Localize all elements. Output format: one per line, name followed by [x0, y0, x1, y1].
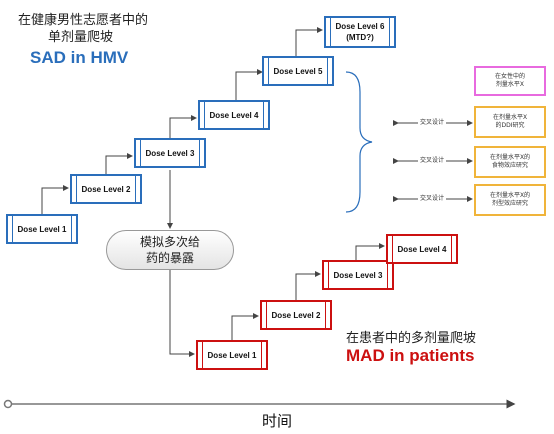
mad-title: MAD in patients	[346, 346, 475, 365]
sad-title: SAD in HMV	[30, 48, 129, 67]
time-axis-origin	[3, 399, 13, 409]
mad-step-lines	[231, 243, 385, 340]
crossover-label-food: 交叉设计	[418, 155, 447, 164]
sad-dose-level-1: Dose Level 1	[6, 214, 78, 244]
simulation-line1: 模拟多次给	[139, 235, 200, 249]
mad-dose-level-4: Dose Level 4	[386, 234, 458, 264]
sad-step-lines	[41, 27, 323, 214]
mad-dose-level-2: Dose Level 2	[260, 300, 332, 330]
simulation-line2: 药的暴露	[145, 251, 194, 265]
simulation-to-mad-arrow	[169, 270, 195, 357]
mad-dose-level-3: Dose Level 3	[322, 260, 394, 290]
side-study-food-effect: 在剂量水平X的 食物效应研究	[474, 146, 546, 178]
side-study-formulation-effect: 在剂量水平X的 剂型效应研究	[474, 184, 546, 216]
sad-subtitle-line1: 在健康男性志愿者中的	[18, 13, 149, 28]
crossover-label-ddi: 交叉设计	[418, 117, 447, 126]
sad-dose-level-4: Dose Level 4	[198, 100, 270, 130]
crossover-label-formulation: 交叉设计	[418, 193, 447, 202]
sad-dose-level-3: Dose Level 3	[134, 138, 206, 168]
sad-dose-level-6: Dose Level 6 (MTD?)	[324, 16, 396, 48]
side-study-female: 在女性中的 剂量水平X	[474, 66, 546, 96]
side-study-bracket	[345, 71, 373, 213]
mad-subtitle: 在患者中的多剂量爬坡	[346, 331, 477, 346]
sad-dose-level-5: Dose Level 5	[262, 56, 334, 86]
side-study-ddi: 在剂量水平X 的DDI研究	[474, 106, 546, 138]
sad-subtitle-line2: 单剂量爬坡	[48, 30, 114, 45]
sad-dose-level-2: Dose Level 2	[70, 174, 142, 204]
simulation-capsule: 模拟多次给 药的暴露	[106, 230, 234, 270]
mad-dose-level-1: Dose Level 1	[196, 340, 268, 370]
time-axis-label: 时间	[262, 412, 293, 430]
